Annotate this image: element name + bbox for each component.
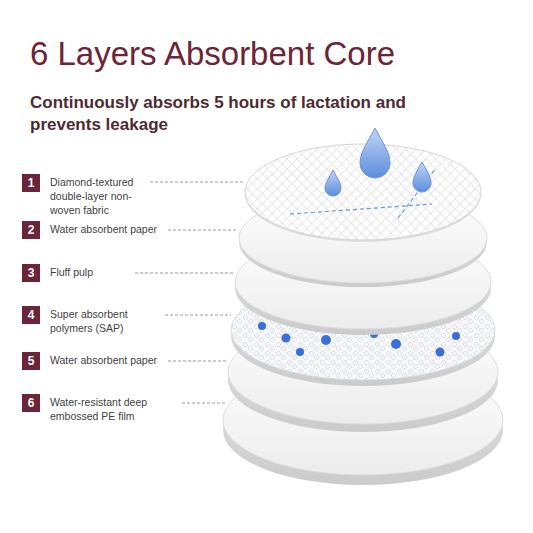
layer-name: Water absorbent paper (50, 222, 180, 236)
callout-number: 2 (22, 221, 40, 239)
layer-label: 4 Super absorbent polymers (SAP) (22, 306, 150, 335)
layer-name: Water-resistant deep embossed PE film (50, 395, 175, 423)
callout-number: 6 (22, 394, 40, 412)
layer-name: Diamond-textured double-layer non-woven … (50, 175, 142, 217)
callout-number: 1 (22, 174, 40, 192)
callout-number: 4 (22, 306, 40, 324)
layer-label: 3 Fluff pulp (22, 264, 140, 282)
layer-name: Water absorbent paper (50, 353, 180, 367)
layer-label: 2 Water absorbent paper (22, 221, 180, 239)
water-drops (325, 128, 431, 196)
layer-label: 5 Water absorbent paper (22, 352, 180, 370)
callout-number: 5 (22, 352, 40, 370)
leader-line (150, 182, 244, 183)
leader-line (135, 273, 234, 274)
layer-label: 1 Diamond-textured double-layer non-woven… (22, 174, 142, 217)
callout-number: 3 (22, 264, 40, 282)
leader-line (168, 361, 228, 362)
leader-line (182, 403, 225, 404)
layer-label: 6 Water-resistant deep embossed PE film (22, 394, 175, 423)
layer-name: Fluff pulp (50, 265, 140, 279)
leader-line (168, 230, 238, 231)
leader-lines (135, 182, 244, 403)
caption: Continuously absorbs 5 hours of lactatio… (30, 92, 430, 136)
layer-name: Super absorbent polymers (SAP) (50, 307, 150, 335)
leader-line (165, 315, 231, 316)
title: 6 Layers Absorbent Core (30, 34, 395, 74)
